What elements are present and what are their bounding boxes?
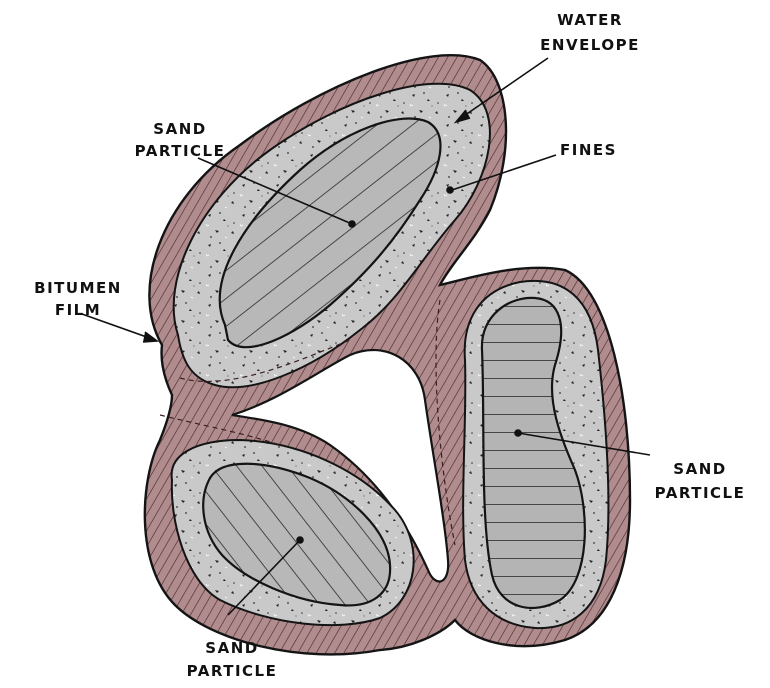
label-sand-particle-right-line1: SAND: [673, 460, 726, 478]
label-water-envelope-line1: WATER: [557, 11, 623, 29]
label-bitumen-film-line2: FILM: [55, 301, 101, 319]
leader-bitumen-arrowhead: [143, 332, 157, 342]
label-sand-particle-top: SAND PARTICLE: [135, 120, 226, 160]
label-fines: FINES: [560, 141, 617, 159]
label-water-envelope-line2: ENVELOPE: [540, 36, 640, 54]
label-bitumen-film-line1: BITUMEN: [34, 279, 122, 297]
leader-fines-dot: [447, 187, 453, 193]
label-water-envelope: WATER ENVELOPE: [540, 11, 640, 54]
sand-grain-right: [463, 281, 608, 628]
label-sand-particle-top-line2: PARTICLE: [135, 142, 226, 160]
label-sand-particle-right: SAND PARTICLE: [655, 460, 746, 502]
label-sand-particle-bottom-line1: SAND: [205, 639, 258, 657]
leader-sand-bottom-dot: [297, 537, 303, 543]
label-sand-particle-top-line1: SAND: [153, 120, 206, 138]
label-bitumen-film: BITUMEN FILM: [34, 279, 122, 319]
label-sand-particle-right-line2: PARTICLE: [655, 484, 746, 502]
leader-sand-right-dot: [515, 430, 521, 436]
leader-sand-top-dot: [349, 221, 355, 227]
label-sand-particle-bottom-line2: PARTICLE: [187, 662, 278, 680]
